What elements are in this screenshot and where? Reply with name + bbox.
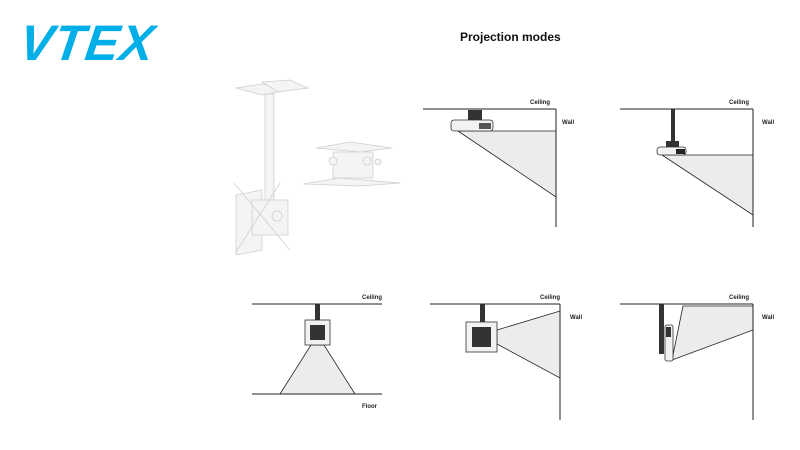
diagram-horizontal-to-wall: Ceiling Wall <box>430 295 582 420</box>
wall-label: Wall <box>762 315 774 321</box>
ceiling-label: Ceiling <box>530 100 550 106</box>
ceiling-mount-long-pole <box>233 79 310 256</box>
diagram-ceiling-flush: Ceiling Wall <box>423 100 574 227</box>
diagram-down-to-floor: Ceiling Floor <box>252 295 382 410</box>
ceiling-label: Ceiling <box>540 295 560 301</box>
page-title: Projection modes <box>460 30 561 44</box>
ceiling-label: Ceiling <box>362 295 382 301</box>
wall-label: Wall <box>562 120 574 126</box>
diagram-ceiling-drop: Ceiling Wall <box>620 100 774 227</box>
ceiling-label: Ceiling <box>729 100 749 106</box>
ceiling-label: Ceiling <box>729 295 749 301</box>
diagram-vertical-up: Ceiling Wall <box>620 295 774 420</box>
ceiling-mount-short <box>302 141 401 187</box>
wall-label: Wall <box>762 120 774 126</box>
wall-label: Wall <box>570 315 582 321</box>
floor-label: Floor <box>362 404 378 410</box>
